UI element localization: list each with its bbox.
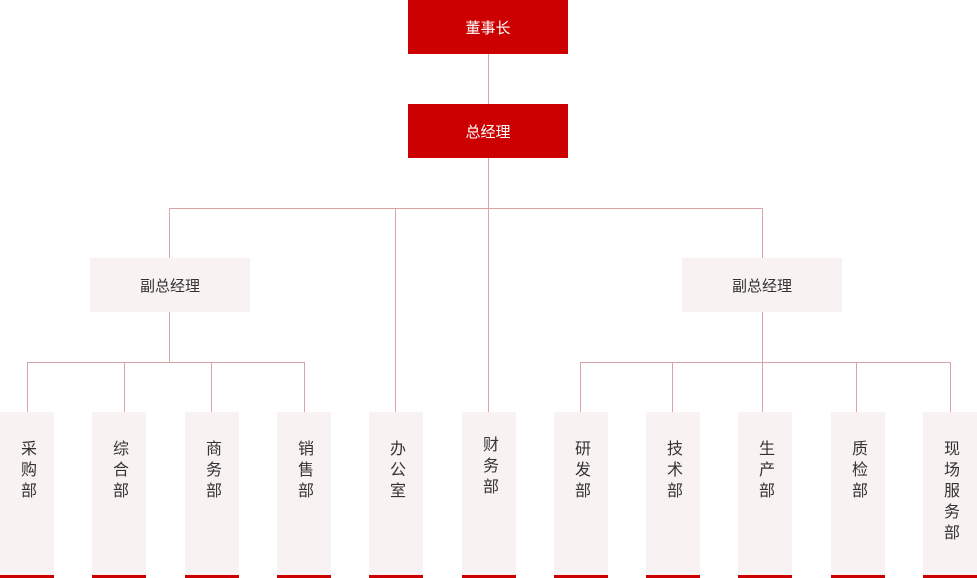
department-label: 生产部: [756, 440, 775, 503]
connector-dept-7: [580, 362, 581, 412]
connector-right-horizontal: [580, 362, 951, 363]
connector-gm-down: [488, 158, 489, 208]
department-office: 办公室: [369, 412, 423, 578]
department-rnd: 研发部: [554, 412, 608, 578]
department-label: 商务部: [203, 440, 222, 503]
connector-deputy-right-down: [762, 312, 763, 362]
connector-chairman-gm: [488, 54, 489, 104]
general-manager-box: 总经理: [408, 104, 568, 158]
department-procurement: 采购部: [0, 412, 54, 578]
connector-dept-1: [27, 362, 28, 412]
department-field-service: 现场服务部: [923, 412, 977, 578]
department-production: 生产部: [738, 412, 792, 578]
department-technology: 技术部: [646, 412, 700, 578]
department-business: 商务部: [185, 412, 239, 578]
connector-to-deputy-left: [169, 208, 170, 258]
connector-top-horizontal: [169, 208, 763, 209]
deputy-manager-left-box: 副总经理: [90, 258, 250, 312]
department-label: 销售部: [295, 440, 314, 503]
connector-dept-9: [762, 362, 763, 412]
department-label: 质检部: [849, 440, 868, 503]
connector-dept-4: [304, 362, 305, 412]
connector-to-deputy-right: [762, 208, 763, 258]
connector-left-horizontal: [27, 362, 305, 363]
department-label: 办公室: [387, 440, 406, 503]
department-label: 研发部: [572, 440, 591, 503]
connector-dept-8: [672, 362, 673, 412]
connector-dept-3: [211, 362, 212, 412]
connector-dept-10: [856, 362, 857, 412]
department-label: 现场服务部: [941, 440, 960, 545]
department-label: 技术部: [664, 440, 683, 503]
chairman-box: 董事长: [408, 0, 568, 54]
connector-deputy-left-down: [169, 312, 170, 362]
department-quality: 质检部: [831, 412, 885, 578]
connector-dept-11: [950, 362, 951, 412]
department-label: 财务部: [480, 436, 499, 499]
department-label: 综合部: [110, 440, 129, 503]
department-sales: 销售部: [277, 412, 331, 578]
connector-to-finance: [488, 208, 489, 412]
department-general-affairs: 综合部: [92, 412, 146, 578]
deputy-manager-right-box: 副总经理: [682, 258, 842, 312]
connector-to-office: [395, 208, 396, 412]
department-finance: 财务部: [462, 412, 516, 578]
connector-dept-2: [124, 362, 125, 412]
department-label: 采购部: [18, 440, 37, 503]
